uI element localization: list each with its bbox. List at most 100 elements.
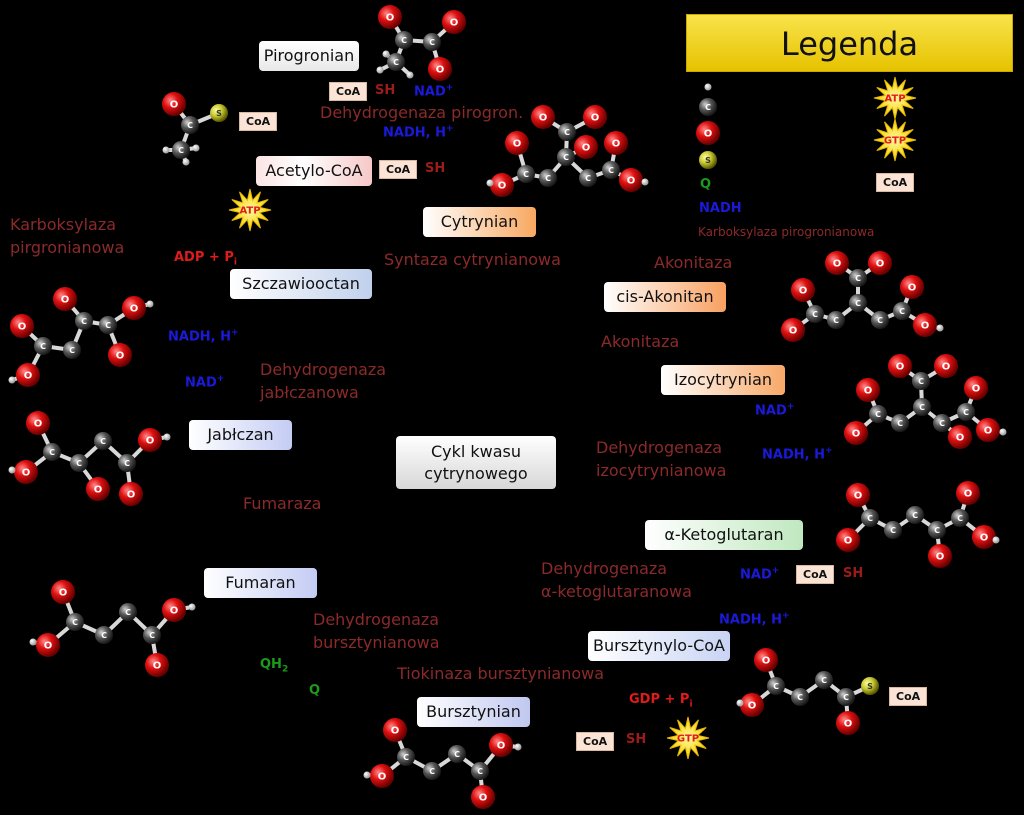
- enzyme-pc-line2: pirgronianowa: [10, 238, 125, 257]
- atom-c: C: [448, 745, 466, 763]
- svg-text:C: C: [963, 408, 969, 417]
- atom-o: O: [574, 135, 598, 159]
- atom-o: O: [928, 544, 952, 568]
- svg-text:O: O: [170, 606, 179, 617]
- atom-o: O: [53, 287, 77, 311]
- atom-o: O: [583, 105, 607, 129]
- enzyme-fum: Fumaraza: [243, 494, 322, 513]
- atom-o: O: [36, 633, 60, 657]
- atom-c: C: [70, 454, 88, 472]
- enzyme-idh-line2: izocytrynianowa: [596, 461, 727, 480]
- atom-o: O: [531, 105, 555, 129]
- atom-c: C: [423, 33, 441, 51]
- atom-c: C: [517, 165, 535, 183]
- atom-c: C: [397, 748, 415, 766]
- metabolite-bursztynylo-coa: Bursztynylo-CoA: [588, 631, 730, 661]
- svg-text:C: C: [918, 377, 924, 386]
- legend-atp-icon: ATP: [873, 76, 917, 120]
- nadh-label-pdh: NADH, H+: [383, 124, 454, 141]
- atom-c: C: [99, 316, 117, 334]
- metabolite-cis-akonitan: cis-Akonitan: [604, 282, 726, 312]
- svg-text:C: C: [76, 459, 82, 468]
- svg-text:O: O: [436, 65, 445, 76]
- svg-text:C: C: [877, 316, 883, 325]
- svg-text:O: O: [497, 741, 506, 752]
- atom-o: O: [378, 5, 402, 29]
- atom-c: C: [118, 454, 136, 472]
- atom-c: C: [906, 506, 924, 524]
- atom-o: O: [856, 378, 880, 402]
- svg-text:C: C: [919, 403, 925, 412]
- nadh-label-mdh: NADH, H+: [168, 328, 239, 345]
- atom-s: S: [210, 104, 228, 122]
- atom-o: O: [16, 363, 40, 387]
- metabolite-bursztynian: Bursztynian: [417, 697, 530, 727]
- svg-text:O: O: [18, 322, 27, 333]
- enzyme-aco-1: Akonitaza: [654, 253, 733, 272]
- atom-o: O: [913, 313, 937, 337]
- enzyme-pc-line1: Karboksylaza: [10, 215, 117, 234]
- atom-c: C: [806, 305, 824, 323]
- atom-c: C: [94, 432, 112, 450]
- svg-text:O: O: [748, 701, 757, 712]
- svg-text:O: O: [984, 426, 993, 437]
- atom-c: C: [849, 269, 867, 287]
- atom-o: O: [888, 354, 912, 378]
- svg-text:C: C: [875, 410, 881, 419]
- svg-text:C: C: [912, 511, 918, 520]
- atom-o: O: [108, 343, 132, 367]
- svg-text:O: O: [844, 536, 853, 547]
- svg-text:O: O: [704, 129, 713, 140]
- legend-enzyme-label: Karboksylaza pirogronianowa: [698, 225, 875, 239]
- svg-text:C: C: [454, 750, 460, 759]
- svg-text:C: C: [563, 153, 569, 162]
- svg-text:C: C: [833, 316, 839, 325]
- svg-text:O: O: [94, 485, 103, 496]
- atom-c: C: [827, 311, 845, 329]
- atom-c: C: [34, 337, 52, 355]
- svg-text:C: C: [393, 58, 399, 67]
- svg-text:C: C: [899, 307, 905, 316]
- atom-h: [162, 146, 170, 154]
- adp-pi-label: ADP + Pi: [174, 250, 237, 268]
- svg-text:O: O: [153, 661, 162, 672]
- nad-label-idh: NAD+: [755, 402, 795, 419]
- atom-h: [8, 376, 16, 384]
- atom-h: [29, 638, 37, 646]
- svg-text:O: O: [591, 113, 600, 124]
- sh-label-citrate: SH: [425, 161, 446, 176]
- svg-text:O: O: [59, 588, 68, 599]
- svg-text:C: C: [49, 448, 55, 457]
- svg-text:O: O: [498, 181, 507, 192]
- atom-c: C: [557, 148, 575, 166]
- svg-text:O: O: [980, 533, 989, 544]
- svg-text:O: O: [170, 100, 179, 111]
- svg-text:O: O: [22, 468, 31, 479]
- enzyme-sdh-line1: Dehydrogenaza: [313, 610, 440, 629]
- svg-text:O: O: [921, 321, 930, 332]
- svg-text:C: C: [105, 321, 111, 330]
- atom-o: O: [844, 421, 868, 445]
- atom-c: C: [63, 341, 81, 359]
- atom-o: O: [383, 718, 407, 742]
- atom-o: O: [972, 525, 996, 549]
- svg-text:O: O: [44, 641, 53, 652]
- atom-o: O: [619, 168, 643, 192]
- atom-o: O: [825, 251, 849, 275]
- svg-text:O: O: [116, 351, 125, 362]
- enzyme-mdh-line1: Dehydrogenaza: [260, 360, 387, 379]
- svg-text:O: O: [24, 371, 33, 382]
- atom-o: O: [162, 92, 186, 116]
- svg-text:O: O: [942, 362, 951, 373]
- svg-text:C: C: [934, 526, 940, 535]
- svg-text:C: C: [585, 174, 591, 183]
- svg-text:O: O: [127, 490, 136, 501]
- sh-label-scs: SH: [626, 732, 647, 747]
- atom-o: O: [836, 711, 860, 735]
- enzyme-kgdh-line2: α-ketoglutaranowa: [541, 582, 692, 601]
- qh2-label: QH2: [260, 657, 289, 675]
- atom-h: [8, 466, 16, 474]
- nad-label-kgdh: NAD+: [740, 566, 780, 583]
- atom-c: C: [912, 372, 930, 390]
